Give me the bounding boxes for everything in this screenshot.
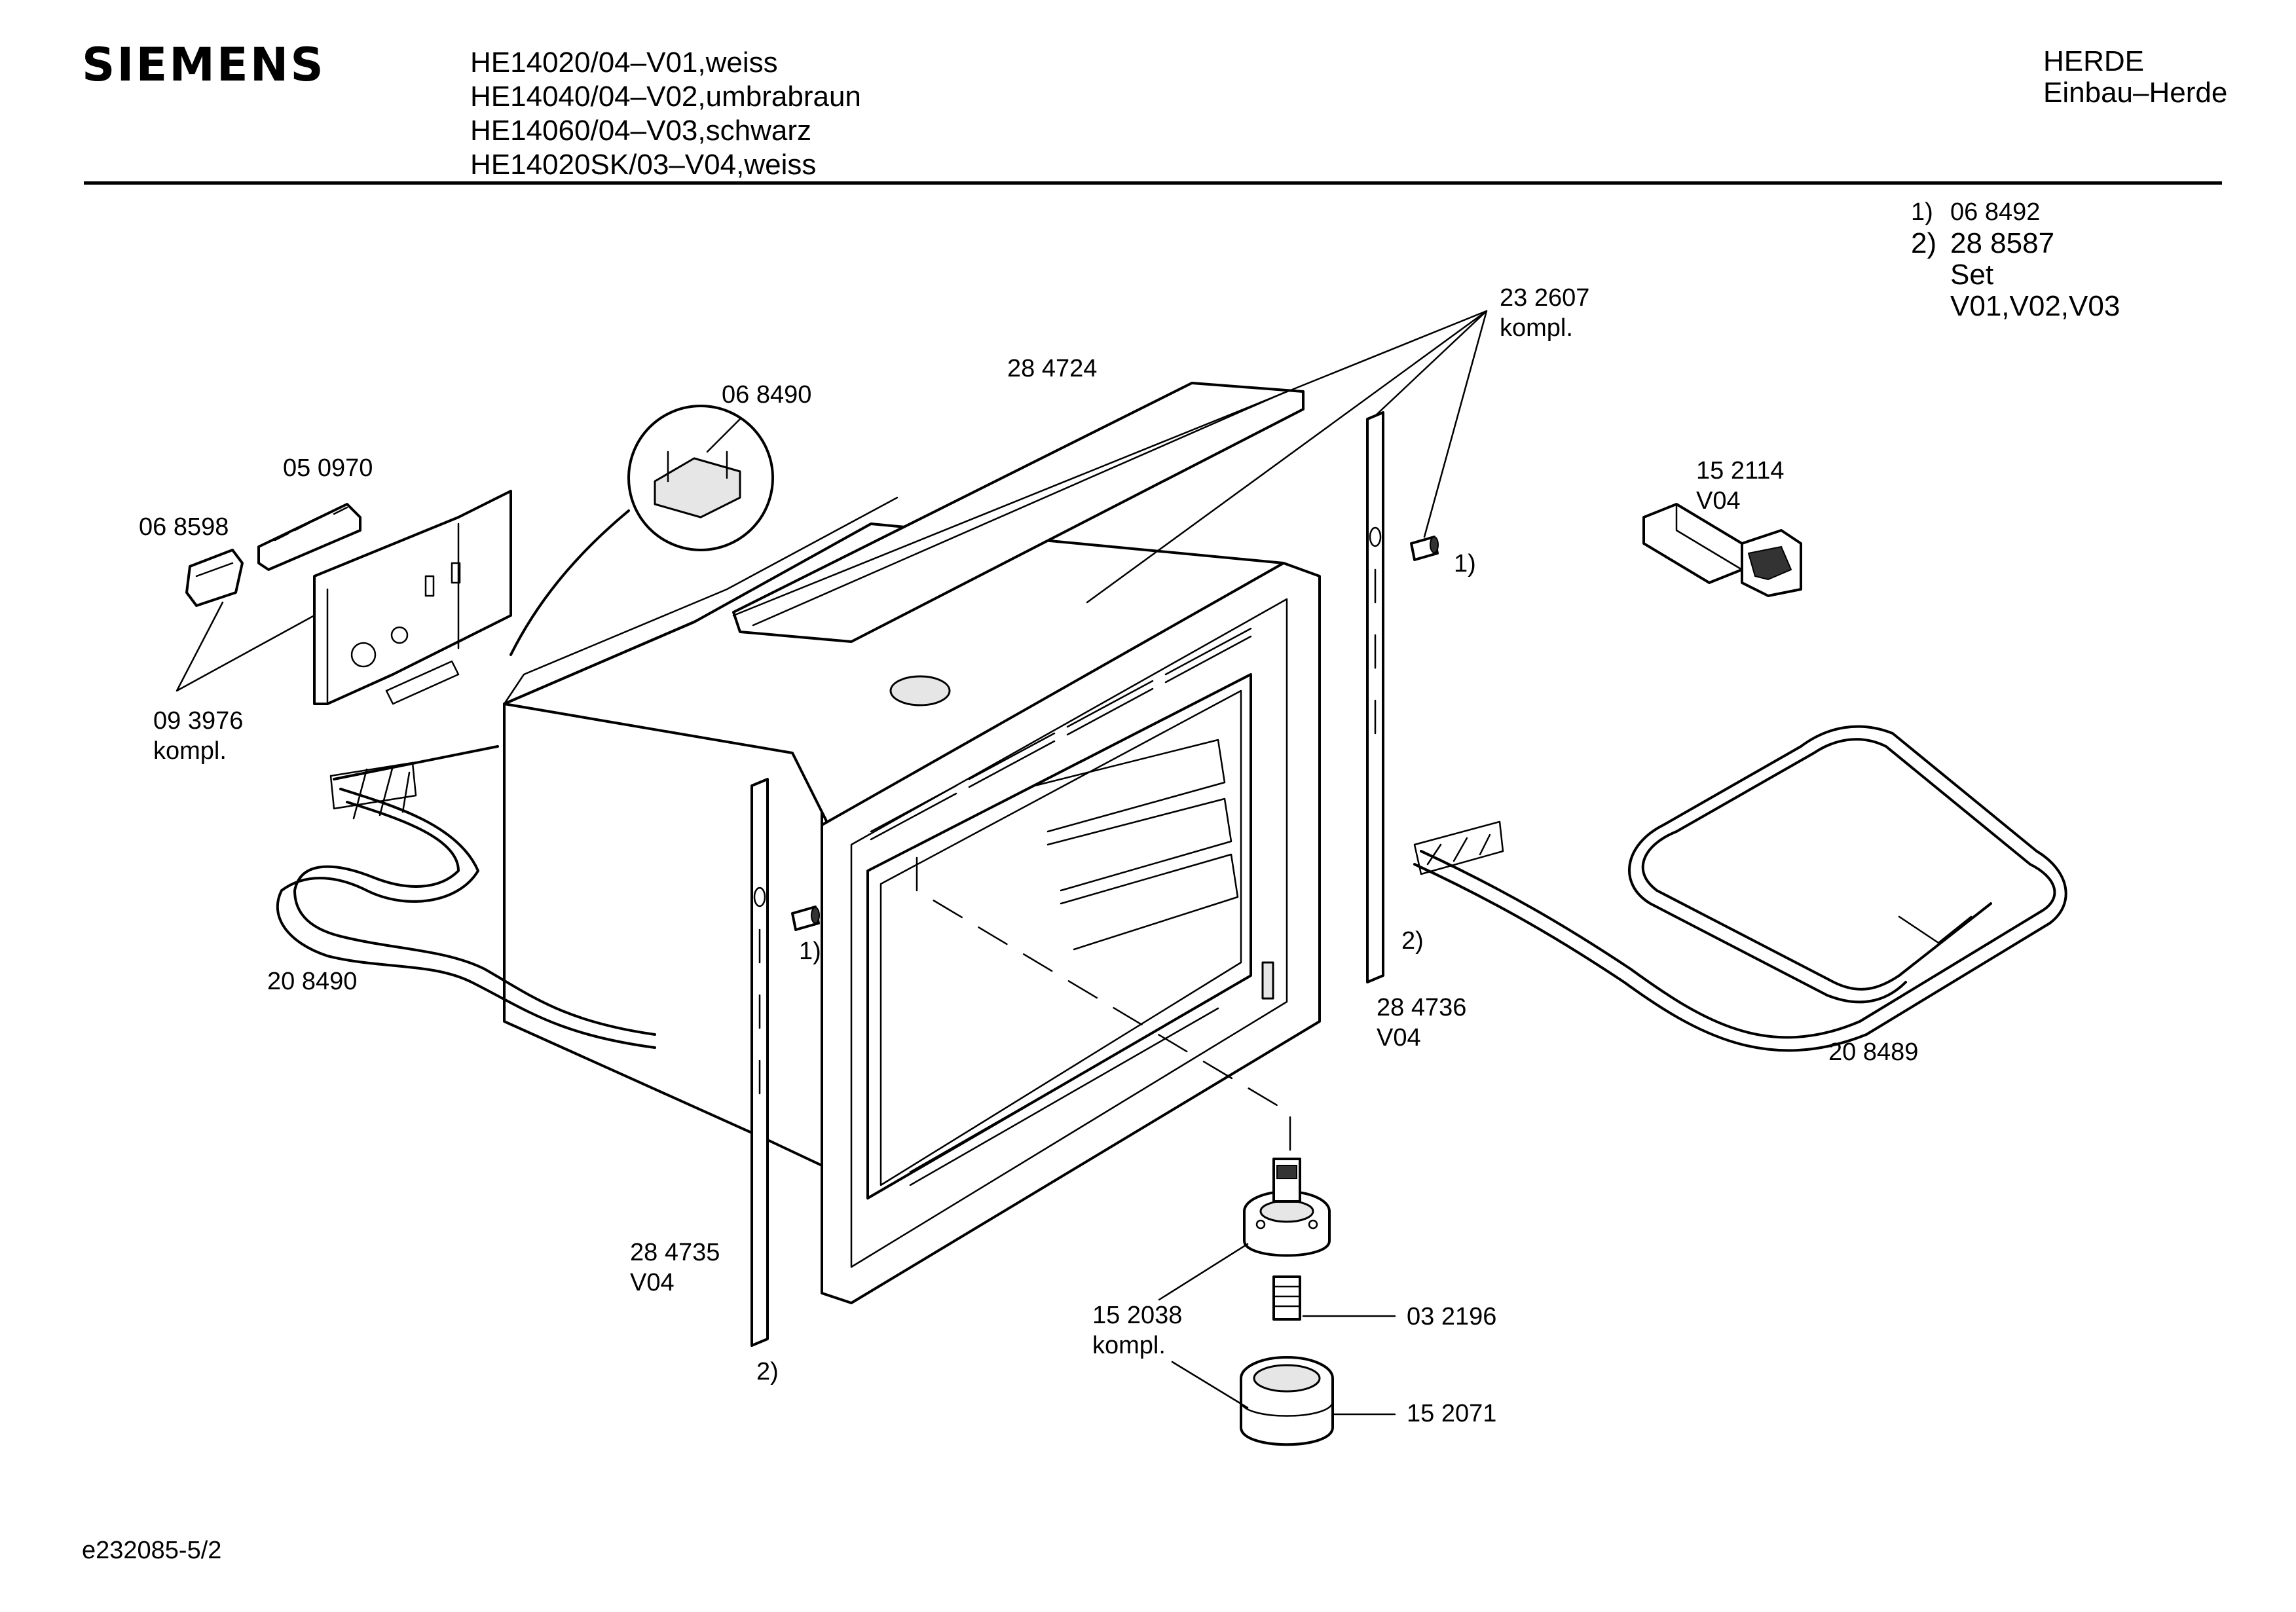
category-block: HERDE Einbau–Herde	[2043, 46, 2227, 109]
label-line: V04	[1377, 1024, 1421, 1052]
label-line: kompl.	[1500, 314, 1573, 342]
label-ref2-right: 2)	[1401, 927, 1424, 955]
label-232607: 23 2607 kompl.	[1500, 283, 1589, 343]
label-line: V04	[1696, 487, 1741, 515]
document-id: e232085-5/2	[82, 1537, 222, 1564]
lamp-socket	[1243, 1158, 1331, 1257]
top-hole	[889, 675, 951, 706]
footnote-value: 06 8492	[1950, 198, 2041, 226]
label-068598: 06 8598	[139, 513, 229, 541]
label-line: 15 2114	[1696, 457, 1785, 485]
leader-093976	[176, 601, 316, 692]
label-ref1-left: 1)	[799, 938, 821, 965]
label-line: kompl.	[153, 737, 227, 765]
label-284735: 28 4735 V04	[630, 1237, 720, 1298]
model-line: HE14020/04–V01,weiss	[470, 46, 778, 79]
model-list: HE14020/04–V01,weiss HE14040/04–V02,umbr…	[470, 46, 861, 182]
screw-left	[791, 906, 820, 931]
label-032196: 03 2196	[1407, 1303, 1497, 1330]
footnote-value: Set	[1950, 259, 1994, 291]
side-strip-right	[1366, 411, 1384, 983]
footnote-value: 28 8587	[1950, 227, 2055, 259]
label-line: 23 2607	[1500, 284, 1590, 312]
label-152114: 15 2114 V04	[1696, 456, 1785, 516]
label-208490: 20 8490	[267, 968, 358, 995]
category-line: HERDE	[2043, 45, 2145, 77]
brand-logo: SIEMENS	[82, 38, 325, 92]
leader-152038	[1158, 1243, 1249, 1409]
label-050970: 05 0970	[283, 454, 373, 482]
label-line: 28 4736	[1377, 994, 1467, 1021]
thermal-fuse	[509, 405, 774, 656]
label-line: kompl.	[1092, 1332, 1166, 1359]
footnote-row: V01,V02,V03	[1911, 291, 2120, 322]
hinge-bracket	[1642, 503, 1802, 597]
footnote-key: 2)	[1911, 227, 1937, 259]
lamp-slot	[1261, 961, 1274, 1000]
label-line: 28 4735	[630, 1239, 720, 1266]
screw-right	[1410, 536, 1439, 561]
label-284724: 28 4724	[1007, 355, 1098, 382]
lamp-bulb	[1272, 1275, 1301, 1321]
connector-plate	[313, 490, 512, 705]
label-line: V04	[630, 1269, 675, 1296]
label-152071: 15 2071	[1407, 1400, 1497, 1427]
oven-cavity	[503, 382, 1321, 1304]
label-ref1-right: 1)	[1454, 550, 1476, 577]
heating-element-right	[1413, 725, 2067, 1052]
category-line: Einbau–Herde	[2043, 77, 2228, 109]
heating-element-left	[276, 745, 656, 1049]
connector-block	[257, 503, 361, 571]
footnote-value: V01,V02,V03	[1950, 290, 2120, 322]
model-line: HE14060/04–V03,schwarz	[470, 115, 811, 147]
label-208489: 20 8489	[1828, 1038, 1919, 1066]
header-divider	[84, 181, 2222, 185]
footnote-row: Set	[1911, 259, 2120, 291]
label-152038: 15 2038 kompl.	[1092, 1300, 1182, 1361]
label-284736: 28 4736 V04	[1377, 993, 1466, 1053]
footnote-key: 1)	[1911, 198, 1933, 226]
clip-068598	[185, 549, 244, 607]
label-line: 15 2038	[1092, 1302, 1183, 1329]
side-strip-left	[750, 778, 769, 1347]
label-ref2-left: 2)	[756, 1358, 779, 1385]
door-opening	[866, 673, 1252, 1200]
model-line: HE14040/04–V02,umbrabraun	[470, 81, 861, 113]
lamp-cover	[1240, 1356, 1334, 1446]
leader-232607	[732, 310, 1488, 617]
footnote-row: 2) 28 8587	[1911, 228, 2120, 259]
footnotes: 1) 06 8492 2) 28 8587 Set V01,V02,V03	[1911, 196, 2120, 322]
label-068490: 06 8490	[722, 381, 812, 409]
label-line: 09 3976	[153, 707, 244, 735]
reinforcement-strip	[732, 382, 1305, 643]
label-093976: 09 3976 kompl.	[153, 706, 243, 766]
footnote-row: 1) 06 8492	[1911, 196, 2120, 228]
model-line: HE14020SK/03–V04,weiss	[470, 149, 817, 181]
